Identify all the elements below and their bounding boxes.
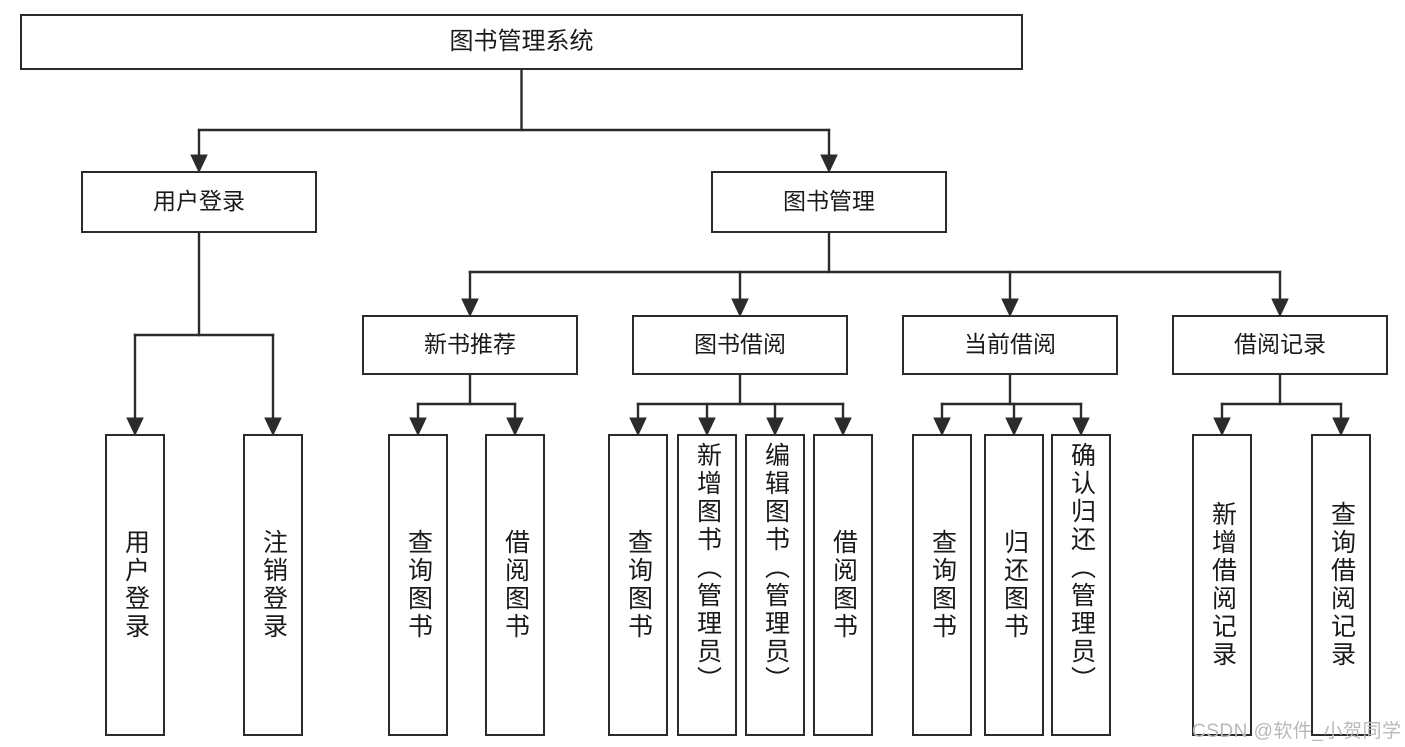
node-leaf-borrow-book-2[interactable]: 借阅图书 [813, 434, 873, 736]
edge-arrowhead-leaf-add-book [698, 417, 716, 437]
node-label-leaf-query-book-1: 查询图书 [404, 529, 433, 641]
node-label-leaf-confirm-return: 确认归还（管理员） [1067, 442, 1096, 694]
node-label-user-login: 用户登录 [153, 188, 245, 215]
node-leaf-add-record[interactable]: 新增借阅记录 [1192, 434, 1252, 736]
node-label-leaf-return-book: 归还图书 [1000, 529, 1029, 641]
node-root[interactable]: 图书管理系统 [20, 14, 1023, 70]
node-label-leaf-query-book-3: 查询图书 [928, 529, 957, 641]
edge-arrowhead-leaf-confirm-return [1072, 417, 1090, 437]
node-leaf-logout[interactable]: 注销登录 [243, 434, 303, 736]
node-label-book-manage: 图书管理 [783, 188, 875, 215]
edge-arrowhead-leaf-query-book-2 [629, 417, 647, 437]
node-label-new-book-rec: 新书推荐 [424, 331, 516, 358]
node-leaf-return-book[interactable]: 归还图书 [984, 434, 1044, 736]
edge-arrowhead-new-book-rec [461, 298, 479, 318]
node-user-login[interactable]: 用户登录 [81, 171, 317, 233]
node-leaf-edit-book[interactable]: 编辑图书（管理员） [745, 434, 805, 736]
node-label-leaf-logout: 注销登录 [259, 529, 288, 641]
node-book-manage[interactable]: 图书管理 [711, 171, 947, 233]
edge-arrowhead-leaf-edit-book [766, 417, 784, 437]
node-leaf-query-book-1[interactable]: 查询图书 [388, 434, 448, 736]
watermark-credit: CSDN @软件_小贺同学 [1192, 721, 1402, 742]
node-book-borrow[interactable]: 图书借阅 [632, 315, 848, 375]
node-label-leaf-edit-book: 编辑图书（管理员） [761, 442, 790, 694]
node-leaf-user-login[interactable]: 用户登录 [105, 434, 165, 736]
edge-arrowhead-borrow-record [1271, 298, 1289, 318]
node-label-leaf-user-login: 用户登录 [121, 529, 150, 641]
node-new-book-rec[interactable]: 新书推荐 [362, 315, 578, 375]
edge-arrowhead-leaf-user-login [126, 417, 144, 437]
edge-arrowhead-leaf-borrow-book-2 [834, 417, 852, 437]
edge-arrowhead-leaf-query-book-1 [409, 417, 427, 437]
edge-arrowhead-current-borrow [1001, 298, 1019, 318]
node-leaf-query-book-3[interactable]: 查询图书 [912, 434, 972, 736]
node-label-root: 图书管理系统 [449, 27, 594, 55]
node-leaf-query-record[interactable]: 查询借阅记录 [1311, 434, 1371, 736]
node-label-leaf-add-book: 新增图书（管理员） [693, 442, 722, 694]
edge-arrowhead-leaf-borrow-book-1 [506, 417, 524, 437]
edge-arrowhead-book-borrow [731, 298, 749, 318]
node-label-leaf-borrow-book-1: 借阅图书 [501, 529, 530, 641]
node-label-borrow-record: 借阅记录 [1234, 331, 1326, 358]
node-label-leaf-add-record: 新增借阅记录 [1208, 501, 1237, 669]
edge-arrowhead-leaf-return-book [1005, 417, 1023, 437]
edge-arrowhead-leaf-query-book-3 [933, 417, 951, 437]
node-leaf-add-book[interactable]: 新增图书（管理员） [677, 434, 737, 736]
edge-arrowhead-leaf-logout [264, 417, 282, 437]
node-label-leaf-query-book-2: 查询图书 [624, 529, 653, 641]
node-leaf-confirm-return[interactable]: 确认归还（管理员） [1051, 434, 1111, 736]
node-label-leaf-query-record: 查询借阅记录 [1327, 501, 1356, 669]
node-label-current-borrow: 当前借阅 [964, 331, 1056, 358]
edge-arrowhead-leaf-add-record [1213, 417, 1231, 437]
node-label-book-borrow: 图书借阅 [694, 331, 786, 358]
node-leaf-borrow-book-1[interactable]: 借阅图书 [485, 434, 545, 736]
node-leaf-query-book-2[interactable]: 查询图书 [608, 434, 668, 736]
edge-arrowhead-user-login [190, 154, 208, 174]
edge-arrowhead-book-manage [820, 154, 838, 174]
node-borrow-record[interactable]: 借阅记录 [1172, 315, 1388, 375]
edge-arrowhead-leaf-query-record [1332, 417, 1350, 437]
node-current-borrow[interactable]: 当前借阅 [902, 315, 1118, 375]
node-label-leaf-borrow-book-2: 借阅图书 [829, 529, 858, 641]
